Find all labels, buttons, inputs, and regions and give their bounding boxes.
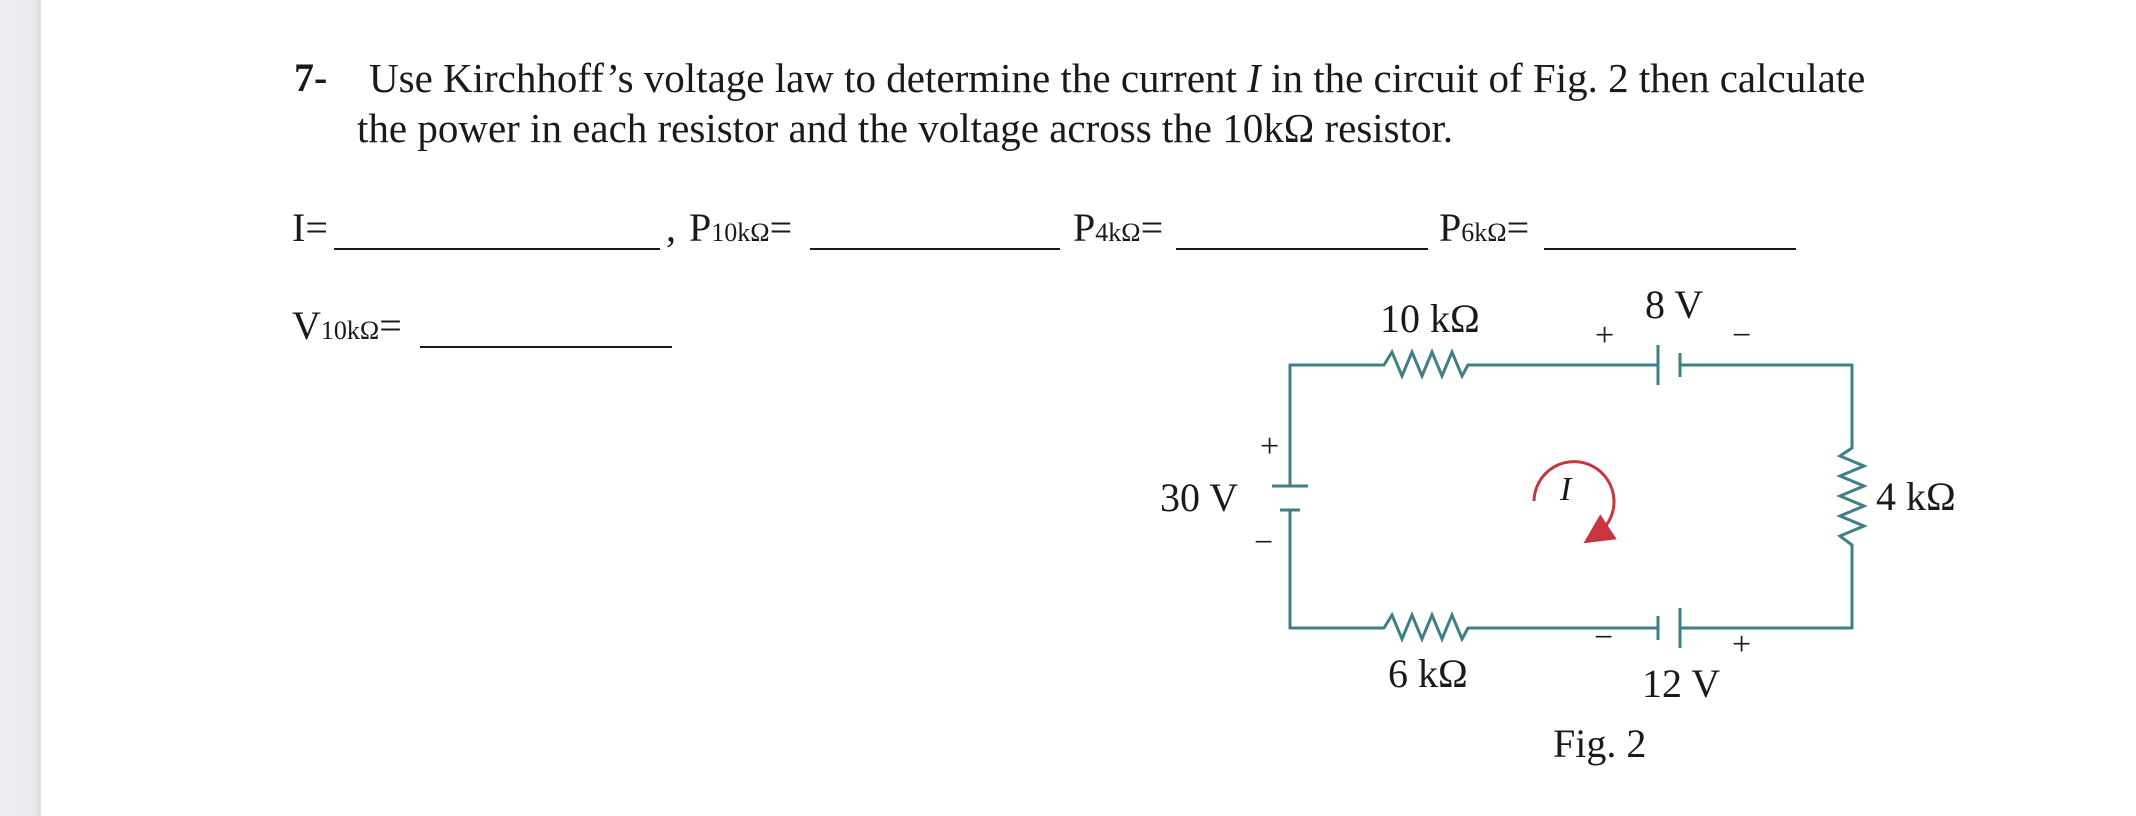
battery-8v-symbol xyxy=(1656,345,1682,385)
question-text-part: Use Kirchhoff’s voltage law to determine… xyxy=(369,55,1248,101)
battery-12v-symbol xyxy=(1656,608,1682,648)
p10k-answer-blank[interactable] xyxy=(810,248,1060,250)
current-answer-label: I= xyxy=(292,205,328,250)
p6k-answer-label: P6kΩ= xyxy=(1439,205,1530,250)
battery-30v-label: 30 V xyxy=(1160,475,1238,520)
p6k-answer-blank[interactable] xyxy=(1544,248,1796,250)
battery-8v-label: 8 V xyxy=(1645,282,1703,327)
resistor-6k-label: 6 kΩ xyxy=(1388,651,1468,696)
p10k-answer-label: P10kΩ= xyxy=(689,205,793,250)
v10k-answer-label: V10kΩ= xyxy=(292,303,402,348)
battery-8v-minus: − xyxy=(1732,317,1751,354)
resistor-10k-symbol xyxy=(1382,348,1476,380)
question-text-line-2: the power in each resistor and the volta… xyxy=(357,105,1454,151)
question-text-line-1: Use Kirchhoff’s voltage law to determine… xyxy=(369,58,1865,99)
battery-12v-label: 12 V xyxy=(1642,661,1720,706)
figure-caption: Fig. 2 xyxy=(1553,721,1646,766)
current-answer-blank[interactable] xyxy=(334,248,660,250)
battery-12v-plus: + xyxy=(1732,626,1751,663)
current-variable: I xyxy=(1247,55,1261,101)
battery-30v-plus: + xyxy=(1260,428,1279,465)
resistor-4k-symbol xyxy=(1836,446,1868,547)
question-number: 7- xyxy=(294,55,328,100)
current-direction-arrow xyxy=(1532,460,1617,544)
resistor-6k-symbol xyxy=(1382,611,1476,643)
question-text-part: in the circuit of Fig. 2 then calculate xyxy=(1260,55,1866,101)
battery-12v-minus: − xyxy=(1594,619,1613,656)
battery-30v-symbol xyxy=(1272,484,1308,512)
window-left-edge xyxy=(0,0,42,816)
p4k-answer-blank[interactable] xyxy=(1176,248,1428,250)
resistor-10k-label: 10 kΩ xyxy=(1380,296,1480,341)
battery-8v-plus: + xyxy=(1595,317,1614,354)
resistor-4k-label: 4 kΩ xyxy=(1876,474,1956,519)
v10k-answer-blank[interactable] xyxy=(420,346,672,348)
p4k-answer-label: P4kΩ= xyxy=(1073,205,1164,250)
comma: , xyxy=(666,205,676,250)
current-loop-label: I xyxy=(1559,471,1573,508)
battery-30v-minus: − xyxy=(1254,524,1273,561)
